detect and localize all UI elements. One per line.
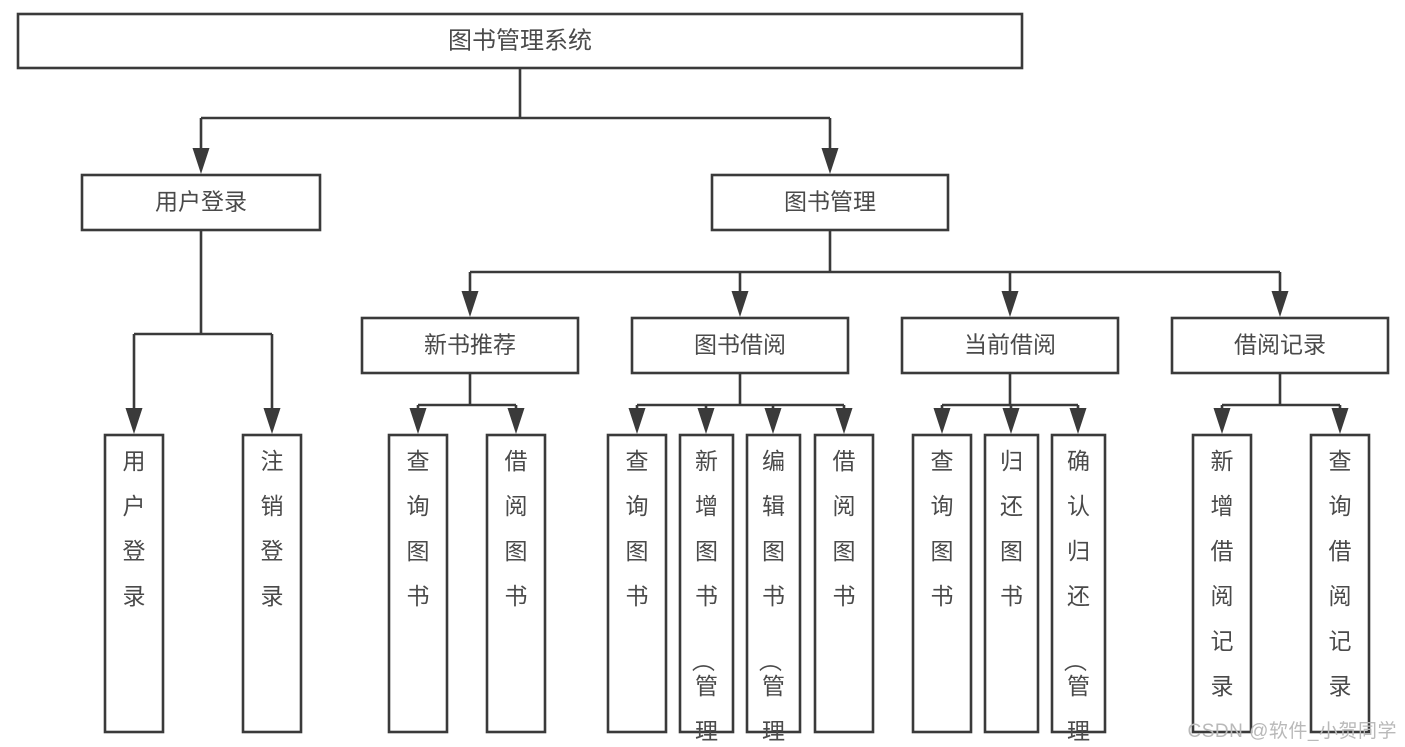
node-label: 图书管理系统	[448, 27, 592, 54]
node-box[interactable]	[710, 173, 950, 232]
connector-user-login	[125, 230, 281, 434]
node-label: 用户登录	[123, 448, 146, 609]
node-label: 用户登录	[155, 189, 247, 215]
node-label: 图书管理	[784, 189, 876, 215]
node-layer: 图书管理系统用户登录图书管理新书推荐图书借阅当前借阅借阅记录用户登录注销登录查询…	[16, 12, 1390, 747]
node-box[interactable]	[813, 433, 875, 734]
node-box[interactable]	[678, 433, 735, 734]
node-label: 借阅图书	[833, 448, 856, 609]
arrow-head-icon	[821, 148, 839, 174]
node-box[interactable]	[1309, 433, 1371, 734]
node-box[interactable]	[80, 173, 322, 232]
connector-current-borrow	[933, 373, 1087, 434]
arrow-head-icon	[1002, 408, 1020, 434]
arrow-head-icon	[192, 148, 210, 174]
arrow-head-icon	[731, 291, 749, 317]
node-label: 查询图书	[407, 448, 430, 609]
arrow-head-icon	[507, 408, 525, 434]
node-root[interactable]: 图书管理系统	[16, 12, 1024, 70]
node-label: 编辑图书（管理员）	[757, 448, 785, 747]
node-label: 图书借阅	[694, 332, 786, 358]
node-leaf-confirm-return[interactable]: 确认归还（管理员）	[1050, 433, 1107, 747]
node-box[interactable]	[911, 433, 973, 734]
node-box[interactable]	[241, 433, 303, 734]
node-label: 查询图书	[626, 448, 649, 609]
node-label: 确认归还（管理员）	[1062, 448, 1090, 747]
node-current-borrow[interactable]: 当前借阅	[900, 316, 1120, 375]
node-box[interactable]	[983, 433, 1040, 734]
node-leaf-edit-book[interactable]: 编辑图书（管理员）	[745, 433, 802, 747]
arrow-head-icon	[764, 408, 782, 434]
node-label: 注销登录	[261, 448, 284, 609]
node-book-manage[interactable]: 图书管理	[710, 173, 950, 232]
node-box[interactable]	[900, 316, 1120, 375]
arrow-head-icon	[1331, 408, 1349, 434]
node-box[interactable]	[360, 316, 580, 375]
node-leaf-return-book[interactable]: 归还图书	[983, 433, 1040, 734]
connector-book-manage	[461, 230, 1289, 317]
arrow-head-icon	[263, 408, 281, 434]
node-leaf-query-book-2[interactable]: 查询图书	[606, 433, 668, 734]
node-box[interactable]	[1191, 433, 1253, 734]
node-box[interactable]	[606, 433, 668, 734]
arrow-head-icon	[409, 408, 427, 434]
node-leaf-query-book-3[interactable]: 查询图书	[911, 433, 973, 734]
node-label: 当前借阅	[964, 332, 1056, 358]
node-leaf-borrow-book-2[interactable]: 借阅图书	[813, 433, 875, 734]
node-label: 新增借阅记录	[1211, 448, 1234, 699]
node-label: 查询借阅记录	[1329, 448, 1352, 699]
connector-new-book-rec	[409, 373, 525, 434]
node-box[interactable]	[630, 316, 850, 375]
node-new-book-rec[interactable]: 新书推荐	[360, 316, 580, 375]
node-user-login[interactable]: 用户登录	[80, 173, 322, 232]
node-leaf-add-record[interactable]: 新增借阅记录	[1191, 433, 1253, 734]
node-box[interactable]	[1170, 316, 1390, 375]
node-leaf-query-book-1[interactable]: 查询图书	[387, 433, 449, 734]
arrow-head-icon	[461, 291, 479, 317]
node-label: 新书推荐	[424, 332, 516, 358]
node-leaf-query-record[interactable]: 查询借阅记录	[1309, 433, 1371, 734]
node-leaf-borrow-book-1[interactable]: 借阅图书	[485, 433, 547, 734]
arrow-head-icon	[835, 408, 853, 434]
connector-book-borrow	[628, 373, 853, 434]
node-label: 借阅记录	[1234, 332, 1326, 358]
node-label: 查询图书	[931, 448, 954, 609]
node-leaf-user-logout[interactable]: 注销登录	[241, 433, 303, 734]
node-borrow-record[interactable]: 借阅记录	[1170, 316, 1390, 375]
node-label: 新增图书（管理员）	[690, 448, 718, 747]
arrow-head-icon	[697, 408, 715, 434]
node-box[interactable]	[1050, 433, 1107, 734]
arrow-head-icon	[1271, 291, 1289, 317]
node-box[interactable]	[387, 433, 449, 734]
connector-root	[192, 68, 839, 174]
node-box[interactable]	[16, 12, 1024, 70]
arrow-head-icon	[125, 408, 143, 434]
arrow-head-icon	[933, 408, 951, 434]
node-leaf-add-book[interactable]: 新增图书（管理员）	[678, 433, 735, 747]
node-book-borrow[interactable]: 图书借阅	[630, 316, 850, 375]
arrow-head-icon	[628, 408, 646, 434]
node-box[interactable]	[485, 433, 547, 734]
node-leaf-user-login[interactable]: 用户登录	[103, 433, 165, 734]
arrow-head-icon	[1213, 408, 1231, 434]
arrow-head-icon	[1069, 408, 1087, 434]
node-box[interactable]	[745, 433, 802, 734]
edge-layer	[125, 68, 1349, 434]
node-label: 归还图书	[1000, 448, 1023, 609]
node-box[interactable]	[103, 433, 165, 734]
arrow-head-icon	[1001, 291, 1019, 317]
connector-borrow-record	[1213, 373, 1349, 434]
node-label: 借阅图书	[505, 448, 528, 609]
